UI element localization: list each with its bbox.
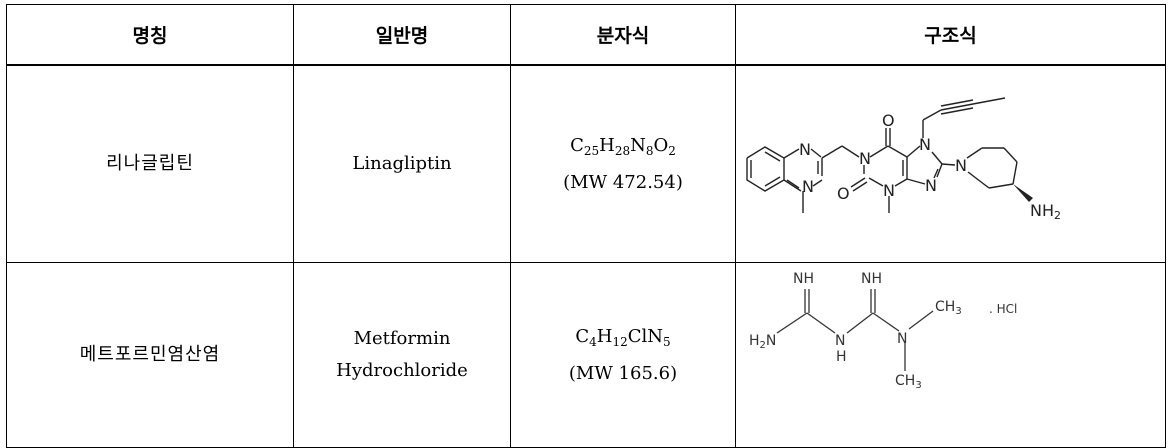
atom-label-n: N [897, 331, 907, 347]
atom-label-ch3: CH3 [935, 299, 962, 317]
formula-cell: C4H12ClN5 (MW 165.6) [510, 262, 736, 448]
header-formula: 분자식 [510, 4, 736, 66]
atom-label-n: N [835, 333, 845, 349]
atom-label-n: N [925, 176, 937, 195]
atom-label-nh2: NH2 [1030, 201, 1061, 222]
generic-name-line: Hydrochloride [336, 360, 468, 381]
generic-name-line: Metformin [353, 328, 451, 349]
atom-label-hcl: . HCl [989, 302, 1017, 316]
atom-label-n: N [799, 140, 811, 159]
drug-name-cell: 리나글립틴 [6, 64, 294, 263]
atom-label-n: N [883, 181, 895, 200]
molecular-formula: C4H12ClN5 [575, 325, 671, 349]
header-row: 명칭 일반명 분자식 구조식 [6, 4, 1166, 66]
atom-label-n: N [802, 177, 814, 196]
header-generic-name: 일반명 [293, 4, 511, 66]
atom-label-o: O [882, 111, 895, 130]
molecular-weight: (MW 165.6) [568, 362, 678, 384]
atom-label-n: N [955, 156, 967, 175]
atom-label-n: N [859, 149, 871, 168]
generic-name-line: Linagliptin [352, 153, 452, 174]
atom-label-h2n: H2N [749, 333, 776, 351]
header-name: 명칭 [6, 4, 294, 66]
structure-cell: NH NH H2N N H N CH3 CH3 . HCl [735, 262, 1166, 448]
molecular-formula: C25H28N8O2 [570, 134, 676, 158]
atom-label-h: H [836, 349, 847, 365]
drug-info-table: 명칭 일반명 분자식 구조식 리나글립틴 Linagliptin C25H28N… [6, 4, 1166, 448]
table-row: 메트포르민염산염 Metformin Hydrochloride C4H12Cl… [6, 262, 1166, 448]
generic-name-cell: Metformin Hydrochloride [293, 262, 511, 448]
molecular-weight: (MW 472.54) [563, 171, 683, 193]
atom-label-nh: NH [861, 271, 882, 287]
atom-label-n: N [919, 135, 931, 154]
atom-label-ch3: CH3 [895, 373, 922, 391]
header-structure: 구조식 [735, 4, 1166, 66]
table-row: 리나글립틴 Linagliptin C25H28N8O2 (MW 472.54) [6, 64, 1166, 263]
drug-name-cell: 메트포르민염산염 [6, 262, 294, 448]
structure-cell: N N N N N N N O O NH2 [735, 64, 1166, 263]
generic-name-cell: Linagliptin [293, 64, 511, 263]
formula-cell: C25H28N8O2 (MW 472.54) [510, 64, 736, 263]
linagliptin-structure: N N N N N N N O O NH2 [745, 97, 1061, 222]
atom-label-o: O [837, 184, 850, 203]
atom-label-nh: NH [793, 271, 814, 287]
metformin-structure: NH NH H2N N H N CH3 CH3 . HCl [749, 271, 1017, 391]
